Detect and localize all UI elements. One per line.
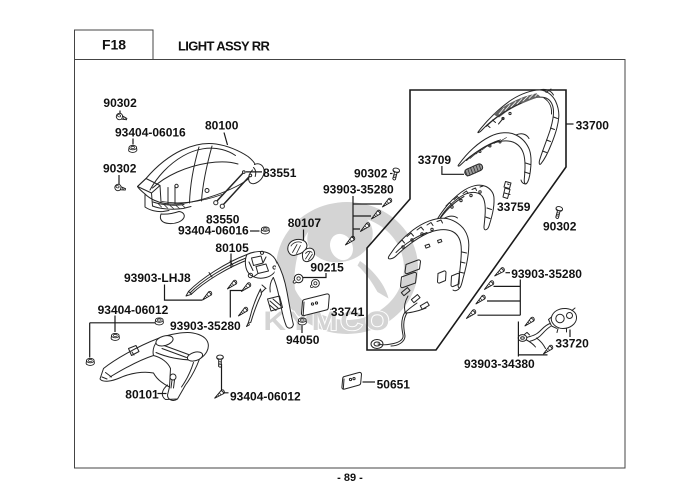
svg-text:80100: 80100 — [205, 119, 239, 133]
svg-text:80101: 80101 — [125, 388, 159, 402]
svg-text:90302: 90302 — [543, 220, 577, 234]
svg-text:90302: 90302 — [103, 162, 137, 176]
svg-text:90302: 90302 — [103, 96, 137, 110]
svg-text:80105: 80105 — [215, 241, 249, 255]
svg-text:93903-35280: 93903-35280 — [170, 319, 241, 333]
svg-text:33700: 33700 — [576, 118, 610, 132]
svg-text:50651: 50651 — [377, 378, 411, 392]
svg-text:90302: 90302 — [354, 167, 388, 181]
svg-text:93404-06016: 93404-06016 — [115, 126, 186, 140]
svg-text:F18: F18 — [102, 37, 126, 53]
svg-text:93903-34380: 93903-34380 — [464, 357, 535, 371]
svg-text:83550: 83550 — [206, 213, 240, 227]
svg-text:90215: 90215 — [310, 261, 344, 275]
svg-text:93404-06012: 93404-06012 — [98, 303, 169, 317]
svg-text:33709: 33709 — [418, 153, 452, 167]
svg-text:33720: 33720 — [555, 337, 589, 351]
svg-text:33741: 33741 — [331, 305, 365, 319]
svg-text:93404-06016: 93404-06016 — [178, 224, 249, 238]
svg-text:93903-35280: 93903-35280 — [511, 267, 582, 281]
svg-text:93903-35280: 93903-35280 — [323, 183, 394, 197]
svg-text:LIGHT ASSY RR: LIGHT ASSY RR — [178, 39, 270, 54]
svg-text:33759: 33759 — [497, 200, 531, 214]
svg-text:94050: 94050 — [286, 333, 320, 347]
svg-text:- 89 -: - 89 - — [337, 472, 363, 484]
svg-text:80107: 80107 — [288, 216, 322, 230]
svg-text:93404-06012: 93404-06012 — [230, 390, 301, 404]
svg-text:83551: 83551 — [263, 166, 297, 180]
svg-text:93903-LHJ8: 93903-LHJ8 — [124, 271, 191, 285]
